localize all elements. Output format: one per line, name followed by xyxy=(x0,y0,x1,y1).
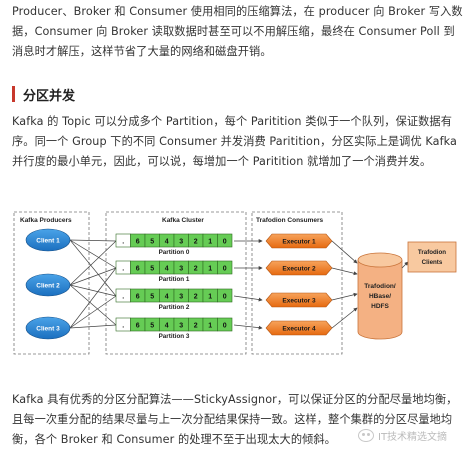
partition-cell-label: 2 xyxy=(194,238,198,245)
partition-cell xyxy=(217,288,233,303)
partition-label: Partition 0 xyxy=(159,249,190,256)
intro-paragraph: Producer、Broker 和 Consumer 使用相同的压缩算法，在 p… xyxy=(12,5,463,58)
partition-cell-label: 2 xyxy=(194,322,198,329)
executor-2: Executor 2 xyxy=(265,260,333,276)
executor-shape xyxy=(265,233,333,249)
partition-cell-label: 2 xyxy=(194,265,198,272)
cluster-group-box xyxy=(105,211,247,355)
executor-label: Executor 3 xyxy=(282,297,316,304)
client-label: Client 1 xyxy=(36,238,60,245)
partition-cell-label: 3 xyxy=(179,265,183,272)
partition-cell-label: 0 xyxy=(223,238,227,245)
partition-cell xyxy=(217,233,233,248)
partition-cell xyxy=(217,260,233,275)
partition-cell-label: 0 xyxy=(223,293,227,300)
executor-4: Executor 4 xyxy=(265,320,333,336)
partition-cell-label: . xyxy=(122,265,124,272)
partition-cell-label: 0 xyxy=(223,322,227,329)
partition-cell-label: 0 xyxy=(223,265,227,272)
watermark: IT技术精选文摘 xyxy=(358,428,447,443)
assignor-paragraph: Kafka 具有优秀的分区分配算法——StickyAssignor，可以保证分区… xyxy=(12,393,458,446)
client-3: Client 3 xyxy=(25,316,71,340)
section-heading-text: 分区并发 xyxy=(23,88,76,104)
clients-box-line: Clients xyxy=(422,259,443,266)
partition-to-executor-arrows xyxy=(233,239,263,330)
executor-shape xyxy=(265,260,333,276)
executor-3: Executor 3 xyxy=(265,292,333,308)
partition-cell-label: 6 xyxy=(136,265,140,272)
partition-cell-label: 3 xyxy=(179,293,183,300)
partition-cell-label: 4 xyxy=(165,322,169,329)
executor-label: Executor 1 xyxy=(282,238,316,245)
partition-cell-label: 4 xyxy=(165,238,169,245)
partition-label: Partition 1 xyxy=(159,276,190,283)
client-1: Client 1 xyxy=(25,228,71,252)
executor-shape xyxy=(265,292,333,308)
executor-list: Executor 1 Executor 2 Executor 3 Executor 4 xyxy=(265,233,333,336)
partition-label: Partition 3 xyxy=(159,333,190,340)
partition-cell xyxy=(217,317,233,332)
partition-cell-label: 5 xyxy=(150,265,154,272)
partition-cell-label: 3 xyxy=(179,322,183,329)
partition-cell-label: 3 xyxy=(179,238,183,245)
partition-cell-label: 5 xyxy=(150,293,154,300)
trafodion-clients-box: Trafodion Clients xyxy=(407,241,457,273)
partition-cell-label: 1 xyxy=(208,238,212,245)
client-2: Client 2 xyxy=(25,273,71,297)
producer-connections xyxy=(69,239,117,329)
consumers-group-box xyxy=(251,211,343,355)
partition-cell-label: 2 xyxy=(194,293,198,300)
partition-cell-label: 6 xyxy=(136,322,140,329)
partition-cell-label: 6 xyxy=(136,238,140,245)
partition-cell-label: 6 xyxy=(136,293,140,300)
partition-cell-label: . xyxy=(122,322,124,329)
partition-cell-label: 1 xyxy=(208,322,212,329)
partition-cell-label: 5 xyxy=(150,238,154,245)
executor-1: Executor 1 xyxy=(265,233,333,249)
partition-cell-label: . xyxy=(122,238,124,245)
partition-label: Partition 2 xyxy=(159,304,190,311)
client-label: Client 2 xyxy=(36,283,60,290)
store-line: Trafodion/ xyxy=(364,283,396,290)
executor-to-store-arrows xyxy=(331,240,358,329)
partition-cell-label: . xyxy=(122,293,124,300)
clients-box-line: Trafodion xyxy=(418,249,446,256)
heading-accent-bar xyxy=(12,86,15,102)
watermark-text: IT技术精选文摘 xyxy=(378,432,448,443)
client-label: Client 3 xyxy=(36,326,60,333)
producers-group-box xyxy=(13,211,90,355)
partition-paragraph: Kafka 的 Topic 可以分成多个 Partition，每个 Pariti… xyxy=(12,115,457,168)
store-to-clients-arrow xyxy=(401,261,409,269)
consumers-title: Trafodion Consumers xyxy=(256,217,324,224)
trafodion-hbase-hdfs-store: Trafodion/ HBase/ HDFS xyxy=(357,252,403,340)
cluster-title: Kafka Cluster xyxy=(162,217,204,224)
executor-label: Executor 4 xyxy=(282,325,316,332)
producers-title: Kafka Producers xyxy=(20,217,72,224)
executor-shape xyxy=(265,320,333,336)
store-line: HDFS xyxy=(371,303,389,310)
partition-cell-label: 4 xyxy=(165,293,169,300)
partition-cell-label: 1 xyxy=(208,293,212,300)
partition-cell-label: 5 xyxy=(150,322,154,329)
executor-label: Executor 2 xyxy=(282,265,316,272)
wechat-icon xyxy=(358,429,374,442)
store-line: HBase/ xyxy=(369,293,391,300)
partition-cell-label: 1 xyxy=(208,265,212,272)
section-heading: 分区并发 xyxy=(12,83,75,105)
kafka-partition-diagram: Kafka Producers Kafka Cluster Trafodion … xyxy=(13,211,457,355)
partition-cell-label: 4 xyxy=(165,265,169,272)
